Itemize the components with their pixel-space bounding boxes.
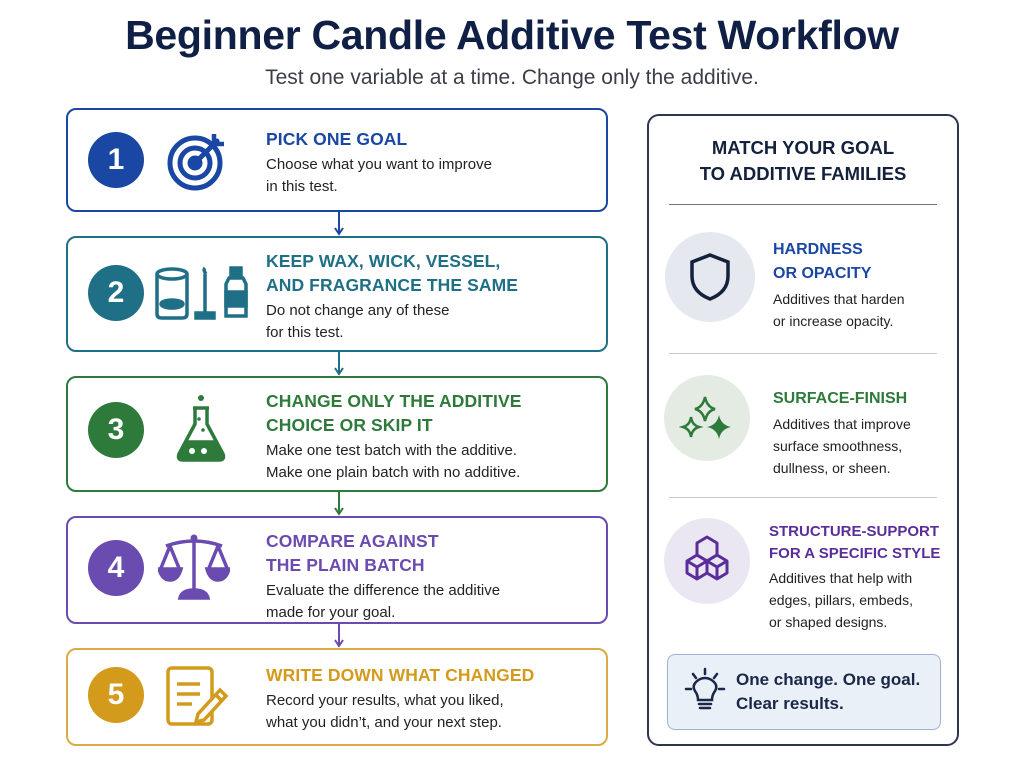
tip-callout: One change. One goal. Clear results. [667, 654, 941, 730]
step-description: Choose what you want to improve in this … [266, 156, 492, 195]
family-title: HARDNESS OR OPACITY [773, 241, 872, 282]
step-description: Do not change any of these for this test… [266, 302, 450, 341]
jar-wick-bottle-icons [154, 266, 254, 327]
page-subtitle: Test one variable at a time. Change only… [265, 66, 759, 89]
page-title: Beginner Candle Additive Test Workflow [125, 12, 899, 58]
balance-scale-icon [156, 532, 232, 607]
step-card-3: 3 CHANGE ONLY THE ADDITIVE CHOICE OR SKI… [66, 376, 608, 492]
arrow-down-icon [334, 492, 344, 516]
step-title: WRITE DOWN WHAT CHANGED [266, 665, 535, 685]
step-title: CHANGE ONLY THE ADDITIVE CHOICE OR SKIP … [266, 391, 522, 435]
step-title: COMPARE AGAINST THE PLAIN BATCH [266, 531, 439, 575]
step-card-2: 2 KEEP WAX, WICK, VESSEL, AND FRAGRANCE … [66, 236, 608, 352]
family-description: Additives that harden or increase opacit… [773, 291, 905, 329]
notes-pencil-icon [164, 664, 230, 735]
panel-divider [669, 204, 937, 205]
family-description: Additives that improve surface smoothnes… [773, 416, 911, 476]
family-description: Additives that help with edges, pillars,… [769, 570, 913, 630]
step-description: Record your results, what you liked, wha… [266, 692, 504, 731]
arrow-down-icon [334, 212, 344, 236]
step-number-badge: 2 [88, 265, 144, 321]
panel-separator [669, 497, 937, 498]
family-title: STRUCTURE-SUPPORT FOR A SPECIFIC STYLE [769, 523, 941, 562]
step-description: Make one test batch with the additive. M… [266, 442, 521, 481]
arrow-down-icon [334, 352, 344, 376]
additive-families-panel: MATCH YOUR GOAL TO ADDITIVE FAMILIES HAR… [647, 114, 959, 746]
target-icon [164, 128, 230, 199]
step-card-5: 5 WRITE DOWN WHAT CHANGED Record your re… [66, 648, 608, 746]
cubes-icon [664, 518, 750, 604]
family-title: SURFACE-FINISH [773, 390, 908, 407]
shield-icon [665, 232, 755, 322]
lightbulb-icon [684, 667, 726, 718]
step-card-1: 1 PICK ONE GOAL Choose what you want to … [66, 108, 608, 212]
step-number-badge: 1 [88, 132, 144, 188]
step-title: PICK ONE GOAL [266, 129, 408, 149]
step-description: Evaluate the difference the additive mad… [266, 582, 501, 621]
sparkles-icon [664, 375, 750, 461]
step-number-badge: 3 [88, 402, 144, 458]
step-title: KEEP WAX, WICK, VESSEL, AND FRAGRANCE TH… [266, 251, 519, 295]
panel-separator [669, 353, 937, 354]
step-number-badge: 4 [88, 540, 144, 596]
flask-icon [174, 394, 228, 469]
arrow-down-icon [334, 624, 344, 648]
step-number-badge: 5 [88, 667, 144, 723]
panel-title: MATCH YOUR GOAL TO ADDITIVE FAMILIES [699, 137, 907, 184]
tip-text: One change. One goal. Clear results. [736, 670, 921, 713]
step-card-4: 4 COMPARE AGAINST THE PLAIN BATCH Evalua… [66, 516, 608, 624]
